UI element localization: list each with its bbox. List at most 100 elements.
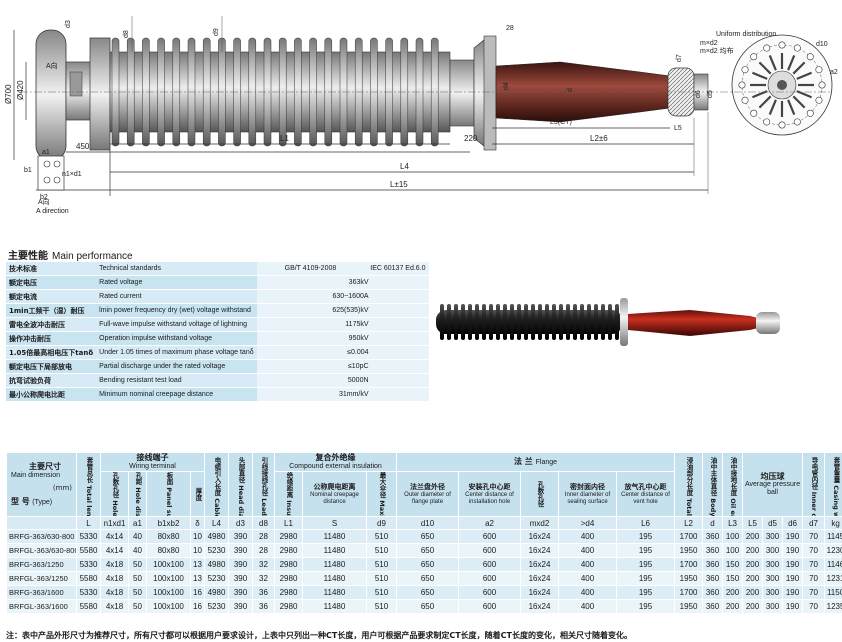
performance-label-en: Operation impulse withstand voltage <box>96 331 257 346</box>
table-cell: 10 <box>190 529 205 544</box>
table-cell: 1235 <box>824 599 842 614</box>
table-cell: 200 <box>722 599 744 614</box>
table-cell: 4980 <box>204 557 229 572</box>
photo-shed-7 <box>482 304 486 340</box>
table-cell: 5580 <box>76 571 101 586</box>
table-cell: 11480 <box>302 557 367 572</box>
table-cell: 100x100 <box>146 571 191 586</box>
table-cell: 650 <box>396 585 460 600</box>
header-lead-wire: 引线接线孔径 Lead wire connection aperture <box>252 452 275 517</box>
photo-shed-6 <box>475 304 479 340</box>
header-main-dim-zh: 主要尺寸 <box>29 462 61 471</box>
symbol-cell: a2 <box>458 516 522 530</box>
table-cell: 195 <box>616 529 676 544</box>
table-cell: 150 <box>722 557 744 572</box>
symbol-cell: a1 <box>128 516 147 530</box>
table-cell: 390 <box>228 571 253 586</box>
table-cell: 2980 <box>274 529 303 544</box>
table-cell: 11480 <box>302 571 367 586</box>
flange-hole-15 <box>806 53 814 61</box>
label-a-xiang: A向 <box>38 197 50 206</box>
table-cell: 390 <box>228 529 253 544</box>
dim-L3: L3(CT) <box>550 119 572 126</box>
table-cell: 5580 <box>76 543 101 558</box>
photo-shed-1 <box>440 304 444 340</box>
table-cell: 2980 <box>274 585 303 600</box>
dim-n1d1: n1×d1 <box>62 171 82 178</box>
table-cell: 1146 <box>824 557 842 572</box>
performance-label-en: Full-wave impulse withstand voltage of l… <box>96 317 257 332</box>
dim-d3: d3 <box>65 20 72 28</box>
table-cell: 50 <box>128 599 147 614</box>
table-cell: 360 <box>702 557 724 572</box>
flange-hole-11 <box>750 53 758 61</box>
performance-label-en: Under 1.05 times of maximum phase voltag… <box>96 345 257 360</box>
header-hole-number: 孔数孔径 Hole number and diameter <box>100 471 129 517</box>
performance-value-text: 31mm/kV <box>338 391 369 398</box>
table-cell: 360 <box>702 585 724 600</box>
model-cell: BRFG-363/1600 <box>6 585 77 600</box>
table-cell: 200 <box>742 543 764 558</box>
performance-label-zh: 1.05倍最高相电压下tanδ <box>6 345 97 360</box>
performance-value-text: 630~1600A <box>332 293 369 300</box>
table-cell: 5330 <box>76 585 101 600</box>
header-mm: (mm) <box>52 484 72 492</box>
photo-shed-12 <box>517 304 521 340</box>
model-cell: BRFGL-363/630-800 <box>6 543 77 558</box>
photo-shed-10 <box>503 304 507 340</box>
flange-hole-4 <box>793 118 801 126</box>
header-insulation-distance: 绝缘距离 Insulation distance <box>274 471 303 517</box>
symbol-cell: L6 <box>616 516 676 530</box>
table-cell: 32 <box>252 557 275 572</box>
table-cell: 1950 <box>674 571 704 586</box>
table-cell: 360 <box>702 543 724 558</box>
table-cell: 650 <box>396 543 460 558</box>
table-cell: 600 <box>458 557 522 572</box>
dim-d10: d10 <box>816 41 828 48</box>
performance-value: 630~1600A <box>256 289 429 304</box>
table-cell: 16x24 <box>520 571 560 586</box>
performance-value-text: 5000N <box>347 377 369 384</box>
table-cell: 1950 <box>674 543 704 558</box>
table-cell: 16 <box>190 599 205 614</box>
table-cell: 200 <box>742 529 764 544</box>
header-hole-distance: 孔距 Hole distance <box>128 471 147 517</box>
dim-d6: d6 <box>695 90 702 98</box>
table-cell: 510 <box>365 571 398 586</box>
flange-hole-1 <box>818 81 826 89</box>
table-cell: 600 <box>458 585 522 600</box>
table-cell: 5330 <box>76 557 101 572</box>
header-thickness: 厚度 <box>190 471 205 517</box>
header-model-zh: 型 号 <box>11 497 30 506</box>
terminal-detail <box>37 155 65 191</box>
table-cell: 2980 <box>274 599 303 614</box>
performance-title-zh: 主要性能 <box>8 251 48 262</box>
table-cell: 16x24 <box>520 585 560 600</box>
table-cell: 600 <box>458 543 522 558</box>
table-cell: 5330 <box>76 529 101 544</box>
header-total-length: 套管总长 Total length of casing <box>76 452 101 517</box>
performance-value-text: ≤0.004 <box>347 349 369 356</box>
table-cell: 400 <box>558 585 618 600</box>
table-cell: 195 <box>616 557 676 572</box>
dim-L4: L4 <box>400 162 409 171</box>
table-cell: 1231 <box>824 571 842 586</box>
photo-shed-15 <box>538 304 542 340</box>
flange <box>449 59 475 127</box>
performance-label-zh: 技术标准 <box>6 262 97 276</box>
table-cell: 100 <box>722 543 744 558</box>
performance-label-en: Minimum nominal creepage distance <box>96 387 257 402</box>
table-cell: 40 <box>128 543 147 558</box>
photo-shed-19 <box>566 304 570 340</box>
symbol-cell: d6 <box>782 516 804 530</box>
performance-value-text: 1175kV <box>345 321 369 328</box>
symbol-cell: L2 <box>674 516 704 530</box>
